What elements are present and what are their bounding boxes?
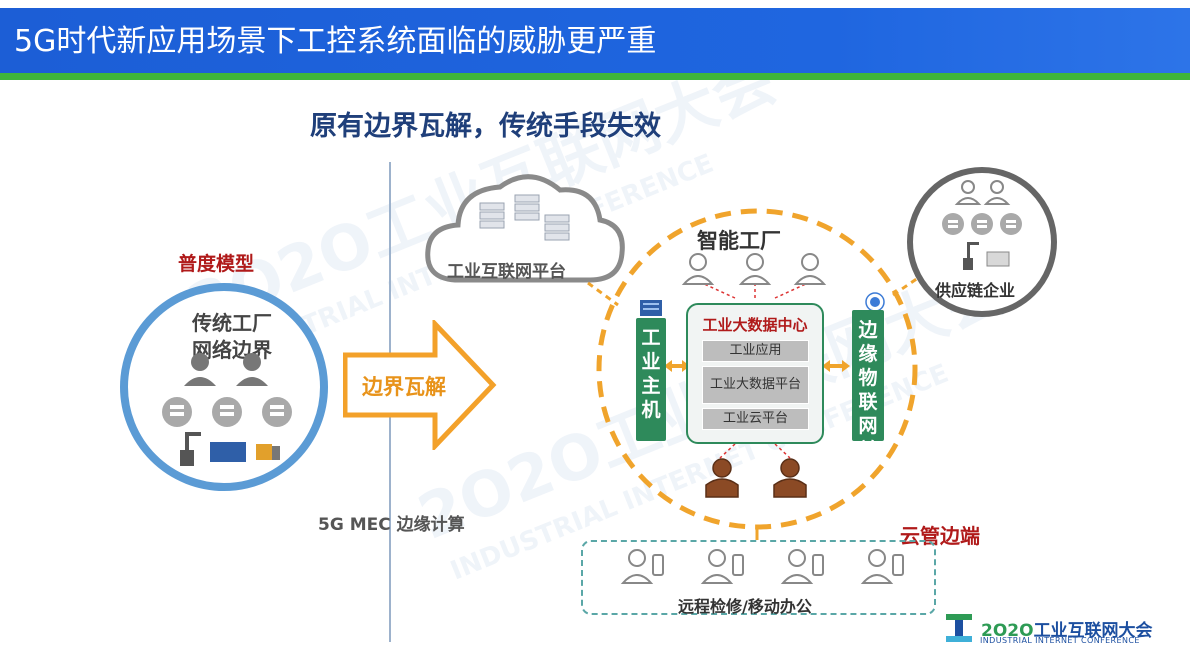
container-icon: [986, 251, 1010, 267]
robot-arm-icon: [963, 242, 979, 270]
industrial-host-box: 工业主机: [636, 318, 666, 441]
edge-gateway-box: 边缘物联网关: [852, 310, 884, 461]
person-phone-icon: [700, 549, 744, 584]
person-phone-icon: [620, 549, 664, 584]
module-industrial-apps: 工业应用: [702, 340, 809, 362]
conference-title: 工业互联网大会: [1033, 621, 1153, 641]
traditional-factory-line1: 传统工厂: [192, 311, 272, 335]
server-icon: [942, 213, 1022, 235]
factory-users: [681, 253, 827, 285]
purdue-model-label: 普度模型: [178, 253, 255, 275]
conference-english: INDUSTRIAL INTERNET CONFERENCE: [980, 636, 1140, 645]
title-bar: [0, 8, 1190, 80]
mec-label: 5G MEC 边缘计算: [318, 515, 465, 535]
person-icon: [681, 253, 827, 285]
module-industrial-cloud: 工业云平台: [702, 408, 809, 430]
remote-users: [620, 549, 904, 584]
supply-chain-icons: [942, 180, 1022, 270]
breakdown-arrow: [343, 320, 497, 450]
person-icon: [954, 180, 1011, 205]
boundary-breakdown-label: 边界瓦解: [362, 375, 446, 399]
conference-logo-icon: [946, 614, 972, 642]
module-big-data-platform: 工业大数据平台: [702, 366, 809, 404]
cloud-pipe-edge-label: 云管边端: [900, 524, 980, 548]
slide-subtitle: 原有边界瓦解，传统手段失效: [310, 111, 661, 142]
person-icon: [184, 353, 268, 386]
conference-name: 2O2O工业互联网大会: [981, 616, 1153, 641]
host-server-icon: [640, 300, 662, 316]
robot-arm-icon: [180, 432, 201, 466]
remote-maintenance-label: 远程检修/移动办公: [678, 597, 812, 616]
hacker-icons: [705, 458, 807, 498]
smart-factory-title: 智能工厂: [697, 229, 781, 253]
slide-title: 5G时代新应用场景下工控系统面临的威胁更严重: [14, 24, 657, 59]
traditional-factory-icons: [162, 353, 292, 466]
gateway-antenna-icon: [865, 292, 885, 312]
industrial-internet-platform-label: 工业互联网平台: [447, 262, 566, 282]
person-phone-icon: [780, 549, 824, 584]
forklift-icon: [256, 444, 280, 460]
big-data-center-title: 工业大数据中心: [702, 316, 808, 334]
conference-year: 2O2O: [981, 621, 1034, 641]
cloud-icon: [425, 174, 625, 283]
supply-chain-label: 供应链企业: [935, 281, 1016, 300]
supply-chain-circle: [907, 167, 1057, 317]
person-phone-icon: [860, 549, 904, 584]
remote-access-box: [581, 540, 936, 615]
container-icon: [210, 442, 246, 462]
